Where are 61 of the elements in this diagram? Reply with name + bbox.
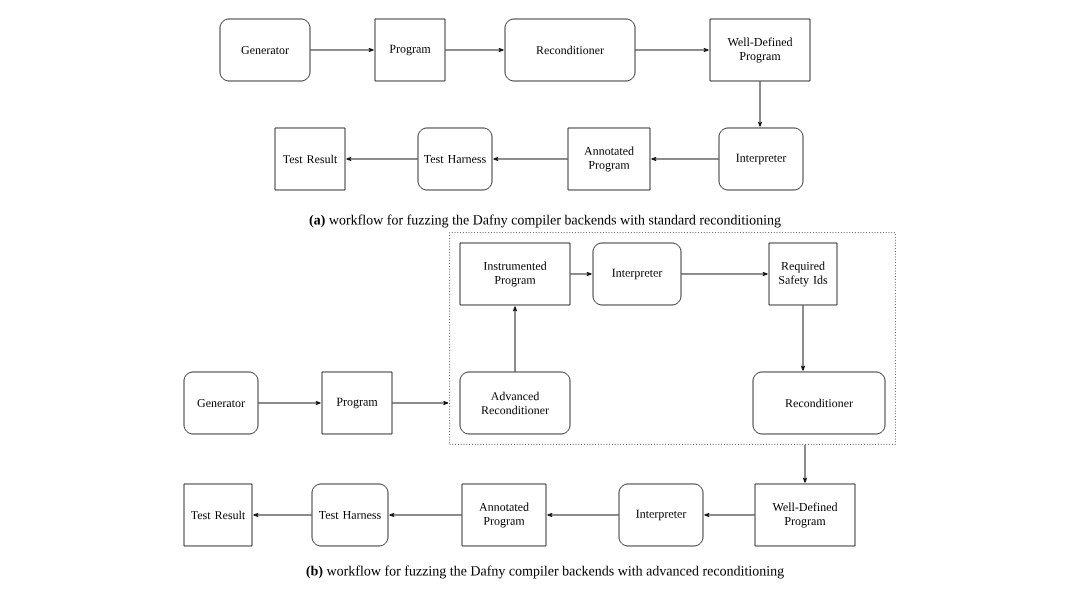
arrow xyxy=(757,80,763,127)
box-label: Required Safety Ids xyxy=(779,261,828,287)
arrow xyxy=(309,47,374,53)
arrow xyxy=(512,306,518,373)
data-box xyxy=(768,242,838,306)
process-box xyxy=(718,127,804,191)
box-label: Test Result xyxy=(191,510,246,520)
box-label: Program xyxy=(336,397,378,409)
process-box xyxy=(504,18,636,82)
box-label: Advanced Reconditioner xyxy=(481,391,549,415)
arrow xyxy=(680,271,768,277)
box-label: Interpreter xyxy=(736,153,787,165)
data-box xyxy=(754,483,856,547)
box-label: Interpreter xyxy=(636,509,687,521)
process-box xyxy=(417,127,493,191)
data-box xyxy=(183,483,253,547)
arrow xyxy=(547,512,620,518)
arrow xyxy=(444,47,504,53)
data-box xyxy=(461,483,547,547)
box-label: Well-Defined Program xyxy=(772,502,838,528)
arrow xyxy=(493,156,569,162)
process-box xyxy=(752,371,886,435)
arrow xyxy=(346,156,419,162)
arrow xyxy=(569,271,592,277)
box-label: Instrumented Program xyxy=(483,261,547,287)
data-box xyxy=(274,127,346,191)
box-label: Reconditioner xyxy=(785,398,853,408)
box-label: Test Harness xyxy=(319,511,381,519)
caption: (b) workflow for fuzzing the Dafny compiler backends with advanced reconditioning xyxy=(306,565,784,579)
process-box xyxy=(183,371,259,435)
data-box xyxy=(459,242,571,306)
group-box xyxy=(449,232,896,445)
caption: (a) workflow for fuzzing the Dafny compiler backends with standard reconditioning xyxy=(309,214,781,228)
arrow xyxy=(802,444,808,483)
arrow xyxy=(704,512,756,518)
box-label: Well-Defined Program xyxy=(727,37,793,63)
process-box xyxy=(219,18,311,82)
arrow xyxy=(253,512,313,518)
arrow xyxy=(651,156,720,162)
data-box xyxy=(321,371,393,435)
process-box xyxy=(592,242,682,306)
arrow xyxy=(800,304,806,371)
box-label: Test Result xyxy=(283,154,338,164)
box-label: Generator xyxy=(241,45,289,54)
process-box xyxy=(618,483,704,547)
arrow xyxy=(389,512,463,518)
data-box xyxy=(374,18,446,82)
box-label: Program xyxy=(389,44,431,56)
data-box xyxy=(567,127,651,191)
box-label: Reconditioner xyxy=(536,45,604,55)
box-label: Annotated Program xyxy=(584,146,634,172)
box-label: Generator xyxy=(197,398,245,407)
box-label: Annotated Program xyxy=(479,502,529,528)
arrow xyxy=(257,400,321,406)
arrow xyxy=(391,400,449,406)
process-box xyxy=(459,371,571,435)
box-label: Interpreter xyxy=(612,268,663,280)
data-box xyxy=(709,18,811,82)
arrow xyxy=(634,47,709,53)
box-label: Test Harness xyxy=(424,155,486,163)
process-box xyxy=(311,483,389,547)
